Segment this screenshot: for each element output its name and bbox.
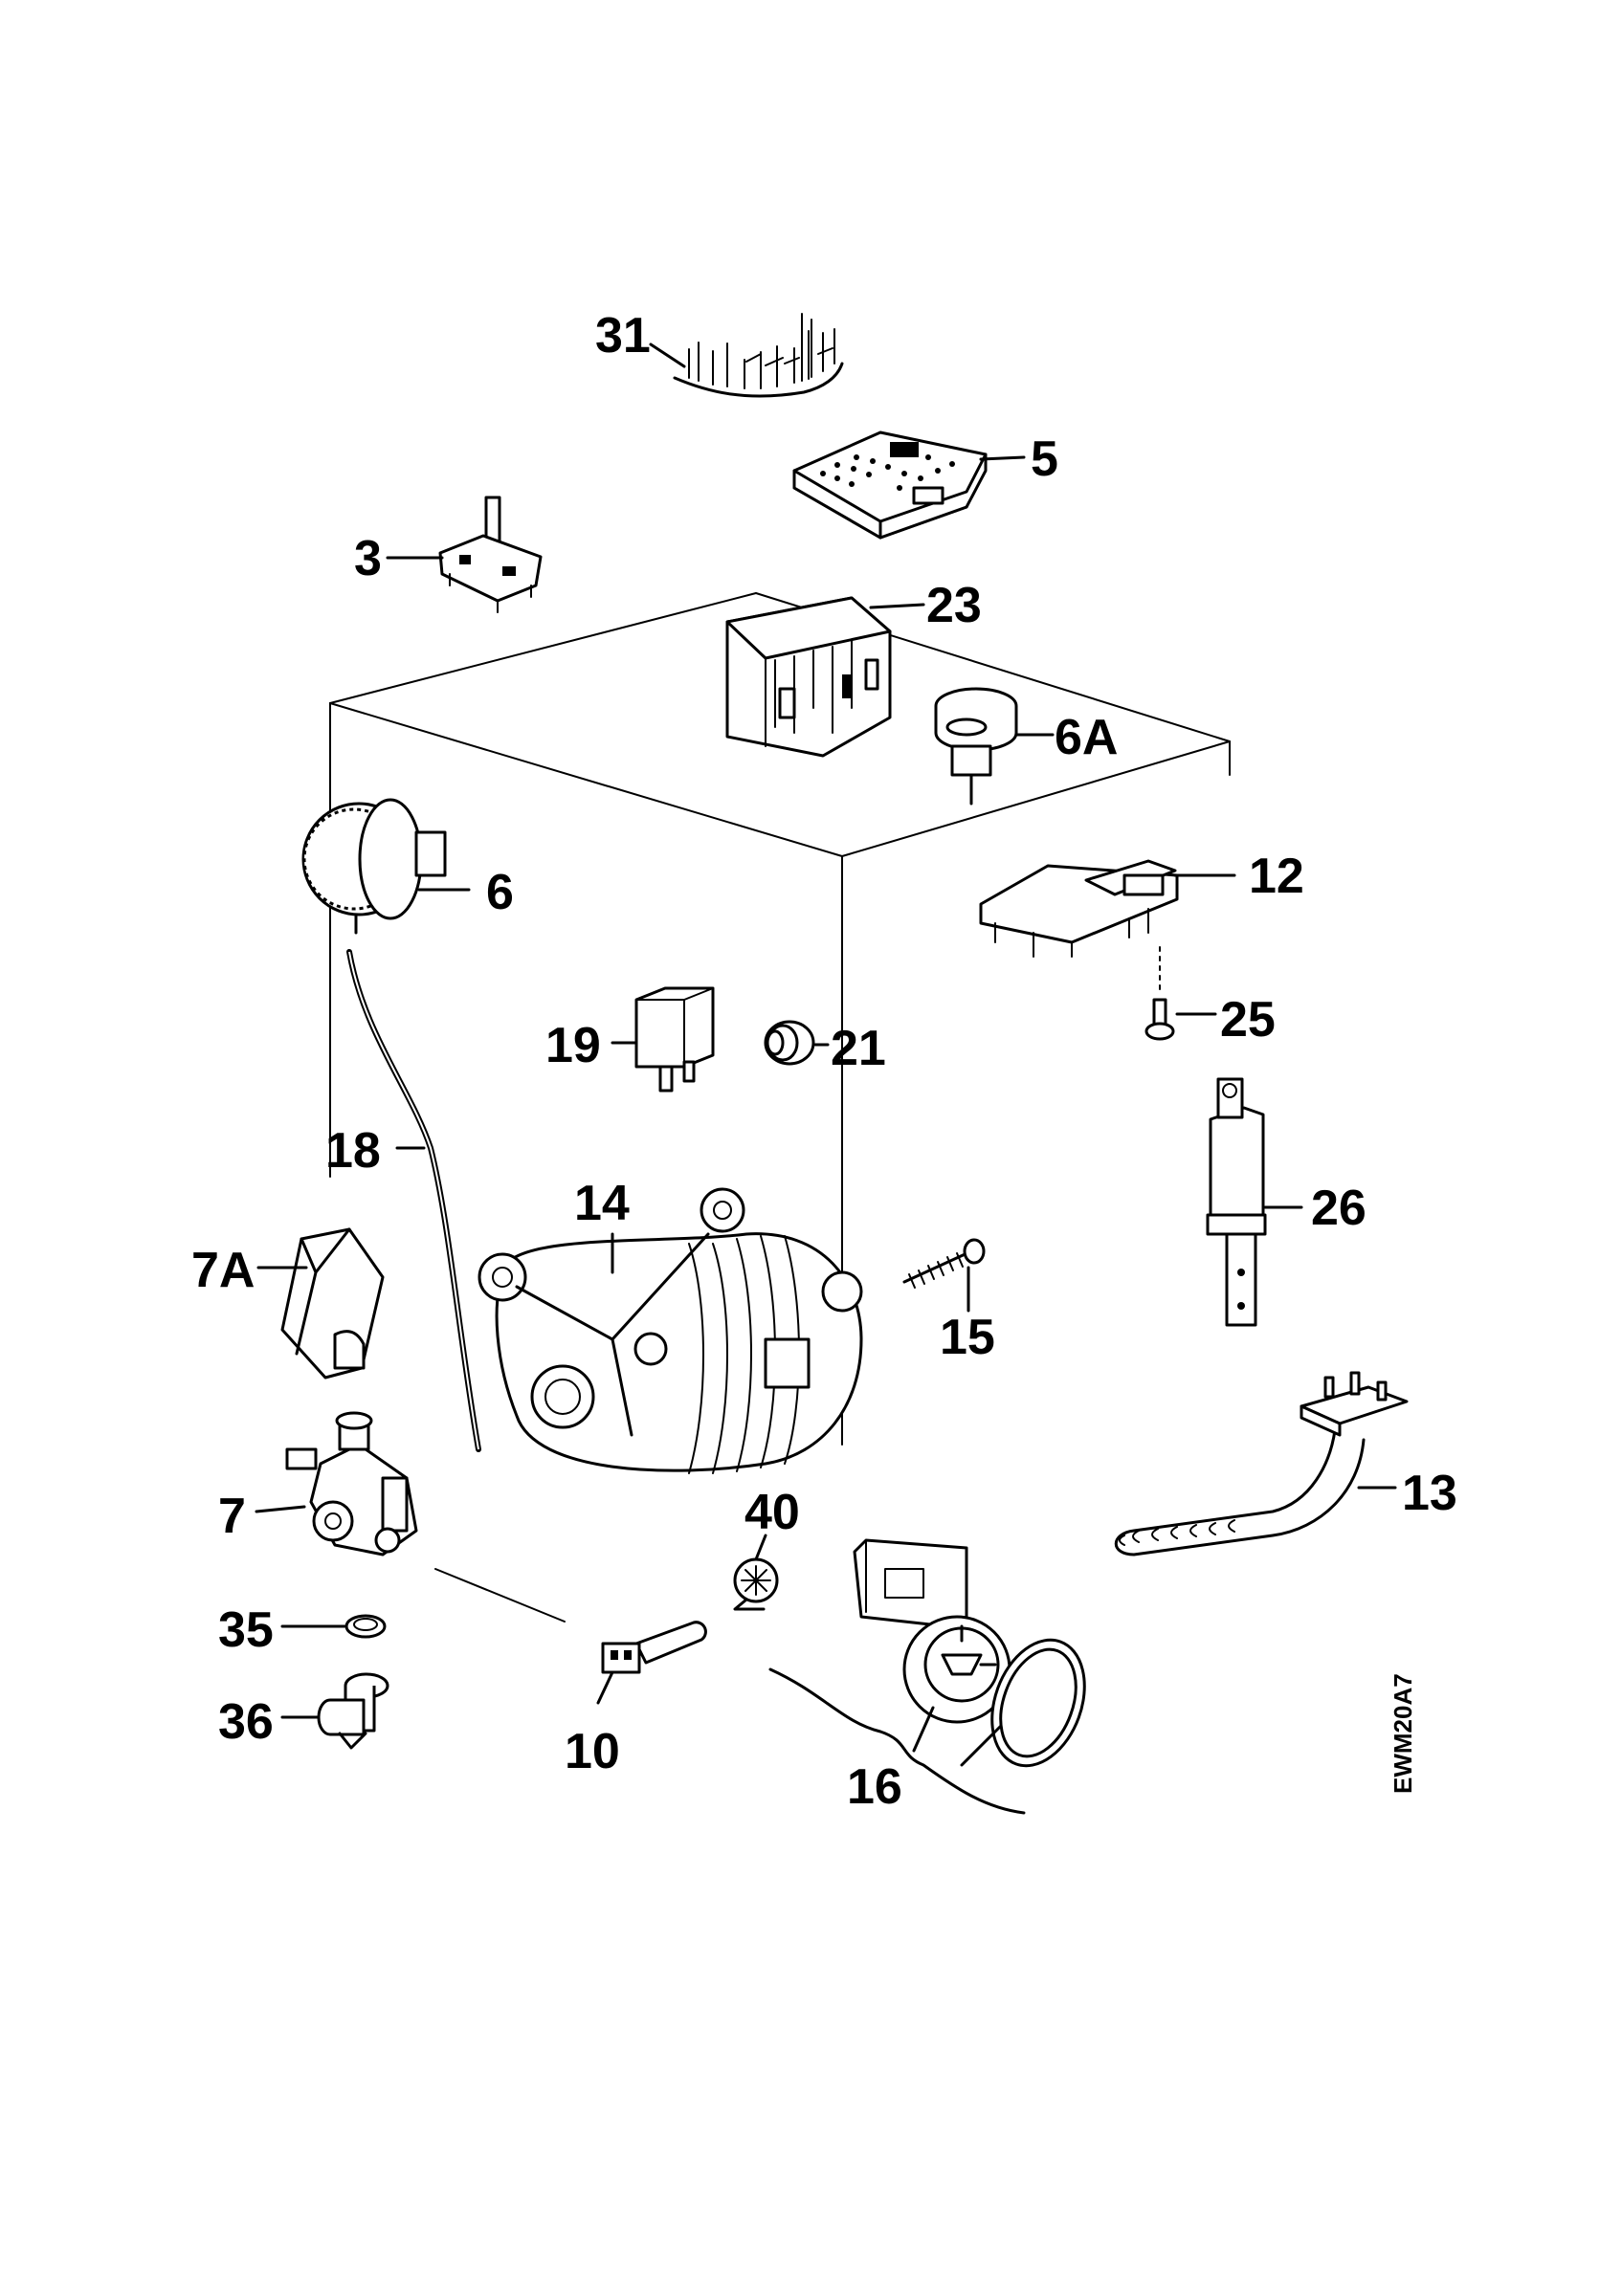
part-label-23: 23	[926, 578, 982, 633]
part-label-13: 13	[1402, 1466, 1457, 1521]
part-label-26: 26	[1311, 1181, 1366, 1236]
leader-31	[649, 342, 686, 368]
leader-5	[979, 455, 1026, 461]
document-code: EWM20A7	[1389, 1673, 1417, 1794]
part-label-18: 18	[325, 1123, 381, 1179]
wiring-harness-part	[673, 313, 844, 398]
part-label-6A: 6A	[1055, 710, 1118, 765]
part-label-35: 35	[218, 1602, 274, 1658]
part-label-5: 5	[1031, 431, 1058, 487]
sensor-part	[1206, 1077, 1267, 1327]
sealing-ring-part	[344, 1614, 387, 1639]
part-label-36: 36	[218, 1694, 274, 1750]
pressure-hose-part	[346, 949, 481, 1452]
part-label-10: 10	[565, 1724, 620, 1779]
leader-40	[754, 1534, 767, 1561]
elbow-connector-part	[317, 1672, 389, 1750]
valve-cover-part	[280, 1227, 385, 1380]
control-board-part	[792, 430, 988, 540]
part-label-31: 31	[595, 308, 651, 364]
relay-part	[634, 986, 715, 1093]
part-label-40: 40	[744, 1485, 800, 1540]
drain-pump-part	[768, 1538, 1086, 1815]
motor-part	[478, 1187, 863, 1474]
part-label-25: 19	[545, 1018, 601, 1073]
part-label-3: 3	[354, 531, 382, 586]
part-label-19: 21	[831, 1021, 886, 1076]
screw-part	[1144, 946, 1175, 1041]
leader-10	[596, 1670, 614, 1705]
part-label-21: 25	[1220, 992, 1276, 1048]
part-label-14: 14	[574, 1176, 630, 1231]
part-label-16: 16	[847, 1759, 902, 1815]
selector-switch-part	[438, 496, 543, 613]
part-label-12: 12	[1249, 849, 1304, 904]
spring-clip-part	[733, 1557, 779, 1611]
leader-7	[255, 1505, 306, 1513]
spring-screw-part	[902, 1238, 986, 1289]
door-lock-part	[979, 859, 1179, 958]
water-valve-part	[285, 1411, 418, 1556]
part-label-15: 15	[940, 1310, 995, 1365]
part-label-7: 7	[218, 1489, 246, 1544]
heating-element-part	[1114, 1371, 1409, 1556]
pressure-switch-part	[301, 798, 447, 935]
leader-23	[869, 603, 925, 609]
pressure-switch-small-part	[934, 687, 1018, 806]
temperature-probe-part	[601, 1621, 707, 1674]
electronic-module-part	[725, 596, 892, 758]
grommet-part	[764, 1020, 815, 1066]
part-label-7A: 7A	[191, 1243, 255, 1298]
part-label-6: 6	[486, 865, 514, 920]
